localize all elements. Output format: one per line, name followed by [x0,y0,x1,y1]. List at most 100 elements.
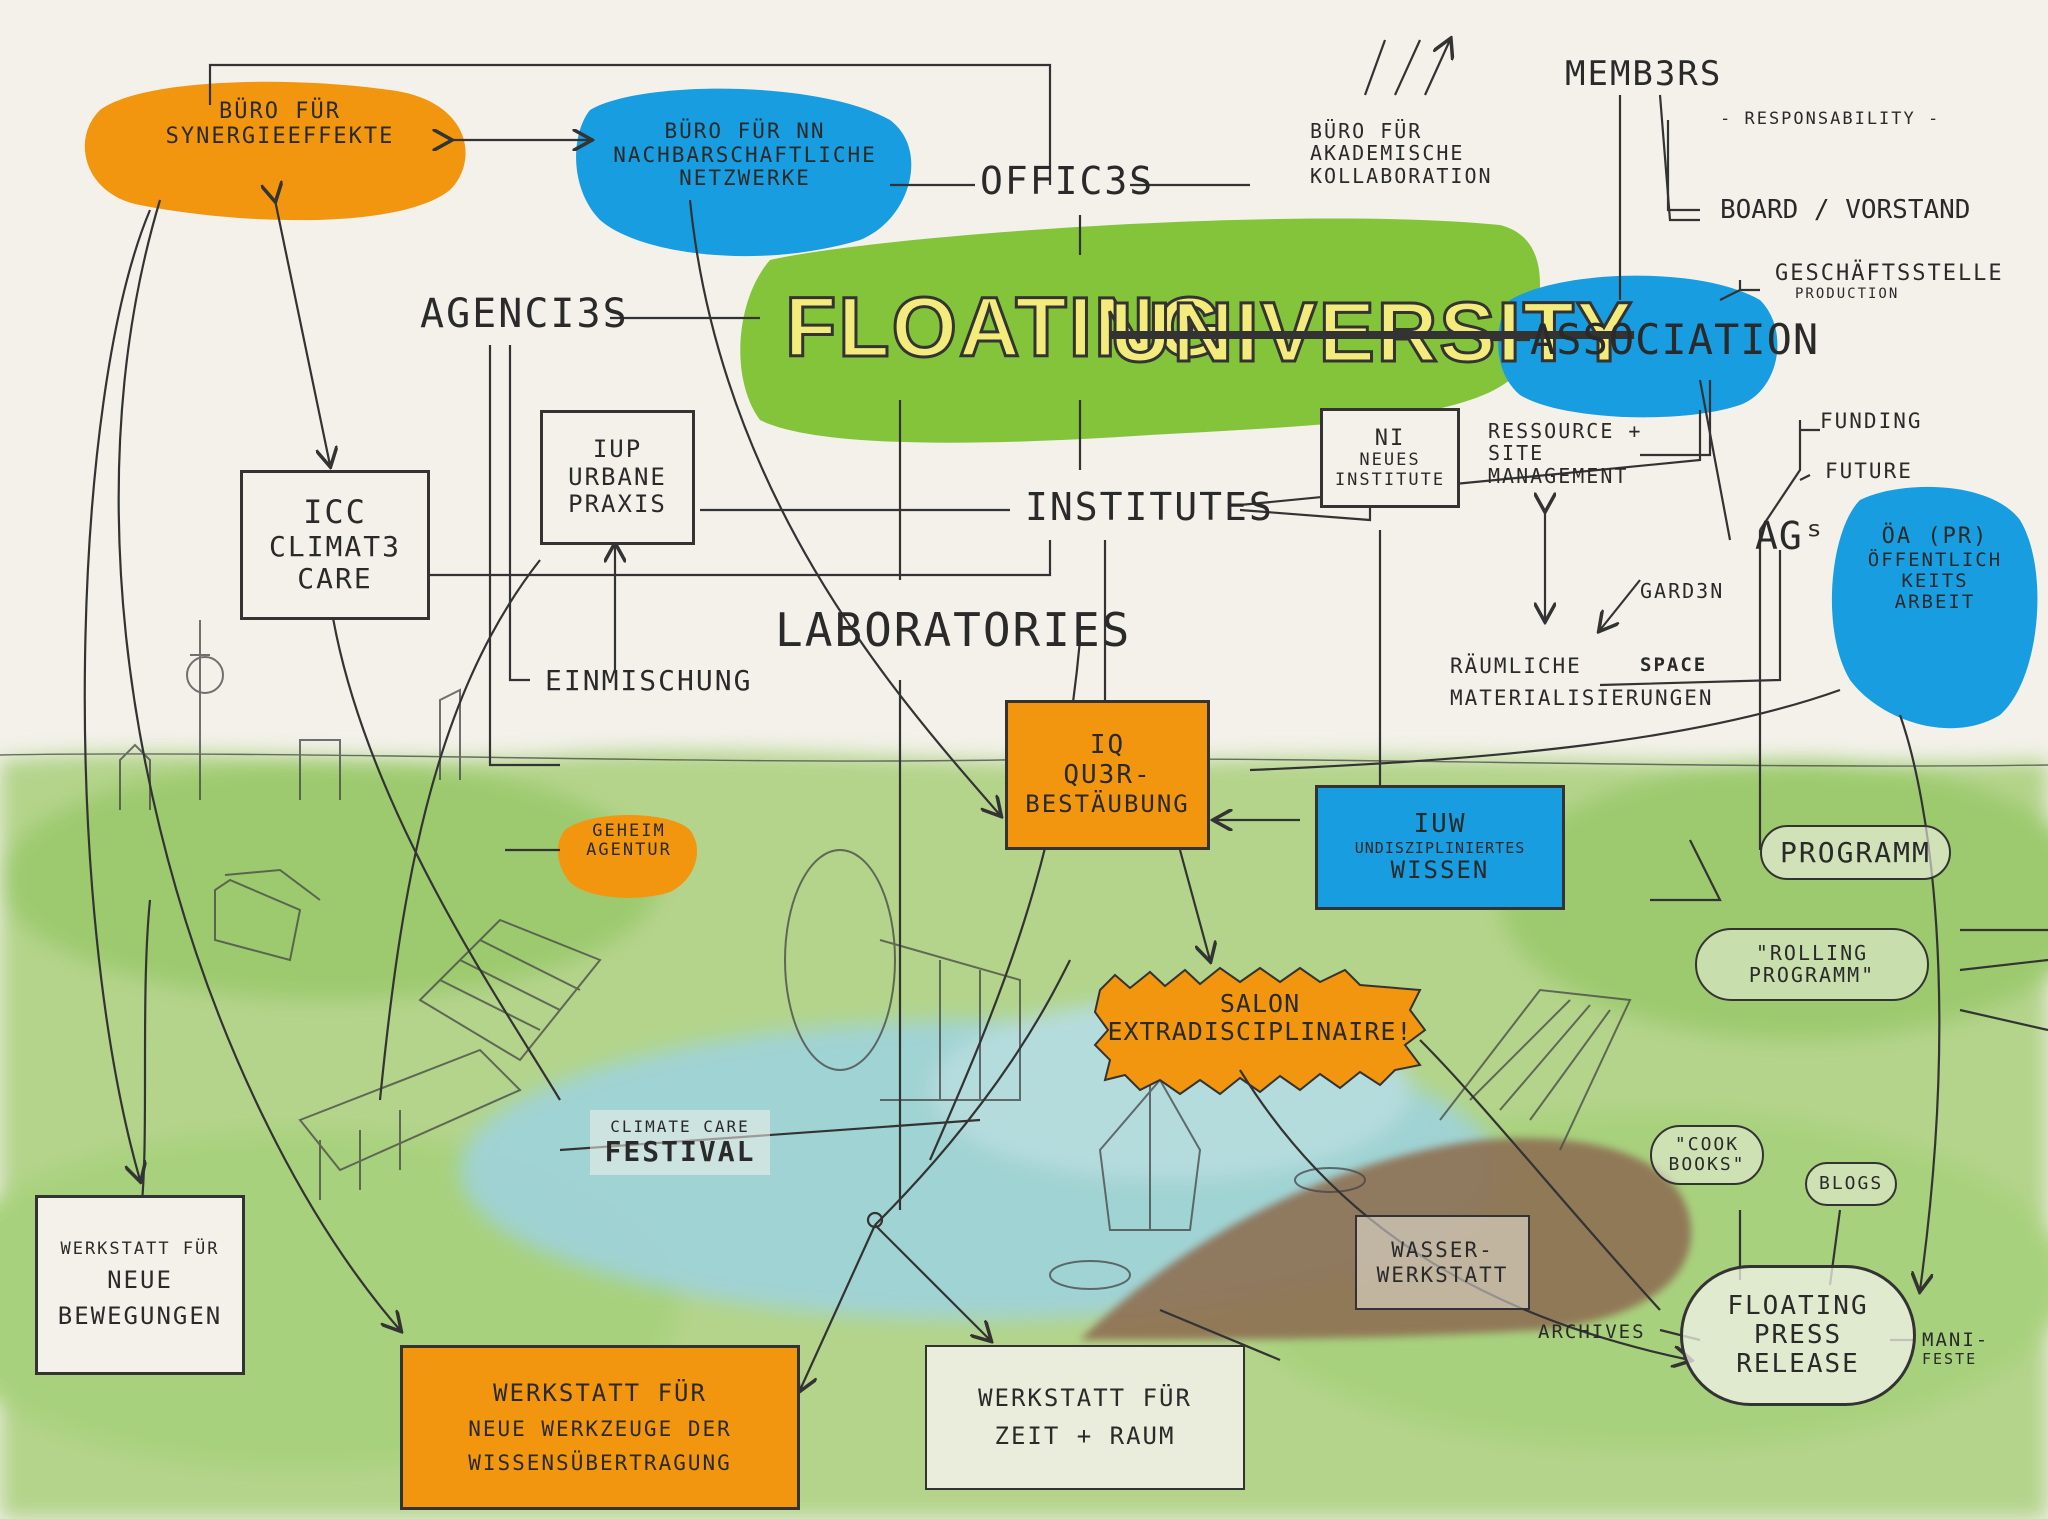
nachbar-blob [576,88,912,257]
resource-line-2: SITE [1488,441,1545,466]
landscape-lines [0,620,2048,1290]
synergie-line-1: BÜRO FÜR [219,99,341,124]
oa-line-1: ÖA (PR) [1881,524,1989,549]
ni-line-2: NEUES [1359,450,1421,471]
laboratories-hub: LABORATORIES [775,603,1132,657]
geheim-line-2: AGENTUR [586,840,672,861]
ni-line-1: NI [1374,425,1406,451]
institute-iup: IUP URBANE PRAXIS [540,410,695,545]
iup-line-3: PRAXIS [568,490,667,519]
geschaeftsstelle-label: GESCHÄFTSSTELLE PRODUCTION [1775,261,2004,302]
institutes-hub: INSTITUTES [1025,485,1274,529]
nachbar-line-3: NETZWERKE [679,166,811,191]
future-label: FUTURE [1825,459,1913,483]
agencies-hub: AGENCI3S [420,291,629,337]
iup-line-2: URBANE [568,462,667,491]
raeumliche-line-1: RÄUMLICHE [1450,654,1582,678]
manifeste-label: MANI- FESTE [1922,1329,1990,1369]
festival-line-2: FESTIVAL [604,1134,756,1168]
oa-label: ÖA (PR) ÖFFENTLICH KEITS ARBEIT [1840,524,2030,614]
oa-line-4: ARBEIT [1894,591,1976,614]
synergie-line-2: SYNERGIEEFFEKTE [165,123,395,149]
bewegungen-line-3: BEWEGUNGEN [57,1301,223,1330]
wasser-line-1: WASSER- [1391,1238,1494,1263]
resource-line-1: RESSOURCE + [1488,419,1643,443]
werkzeuge-line-1: WERKSTATT FÜR [493,1378,707,1407]
board-label: BOARD / VORSTAND [1720,195,1971,225]
programm-label: PROGRAMM [1760,825,1951,881]
salon-label: SALON EXTRADISCIPLINAIRE! [1100,990,1420,1046]
iup-line-1: IUP [592,435,643,464]
ni-line-3: INSTITUTE [1334,469,1446,490]
buero-synergieeffekte: BÜRO FÜR SYNERGIEEFFEKTE [110,99,450,149]
raeumliche-line-2: MATERIALISIERUNGEN [1450,685,1714,710]
salon-burst [1093,966,1427,1096]
oa-blob [1831,486,2038,729]
iuw-line-2: UNDISZIPLINIERTES [1354,839,1526,858]
institute-iuw: IUW UNDISZIPLINIERTES WISSEN [1315,785,1565,910]
raeumliche-label: RÄUMLICHE MATERIALISIERUNGEN [1450,654,1714,710]
einmischung-label: EINMISCHUNG [545,664,753,697]
icc-line-3: CARE [297,562,373,596]
association-hub: ASSOCIATION [1530,315,1820,364]
members-hub: MEMB3RS [1565,54,1723,94]
nachbar-line-2: NACHBARSCHAFTLICHE [613,142,877,167]
press-line-1: FLOATING [1727,1291,1869,1321]
icc-line-2: CLIMAT3 [268,530,401,564]
press-line-3: RELEASE [1736,1349,1860,1380]
responsability-label: - RESPONSABILITY - [1720,109,1941,129]
akademisch-line-1: BÜRO FÜR [1310,119,1423,143]
floating-press-release: FLOATING PRESS RELEASE [1680,1265,1916,1407]
zeitraum-line-1: WERKSTATT FÜR [978,1383,1192,1412]
iuw-line-3: WISSEN [1390,856,1490,885]
institute-iq: IQ QU3R- BESTÄUBUNG [1005,700,1210,850]
climate-festival-label: CLIMATE CARE FESTIVAL [590,1110,770,1176]
institute-ni: NI NEUES INSTITUTE [1320,408,1460,508]
oa-line-2: ÖFFENTLICH [1867,548,2003,571]
offices-hub: OFFIC3S [980,159,1155,203]
werkstatt-zeit-raum: WERKSTATT FÜR ZEIT + RAUM [925,1345,1245,1490]
werkzeuge-line-3: WISSENSÜBERTRAGUNG [468,1451,732,1476]
resource-management-label: RESSOURCE + SITE MANAGEMENT [1488,419,1643,488]
archives-label: ARCHIVES [1538,1321,1646,1343]
manifeste-line-1: MANI- [1922,1329,1990,1351]
bewegungen-line-2: NEUE [107,1266,173,1295]
iq-line-1: IQ [1089,730,1126,761]
synergie-blob [84,81,466,221]
zeitraum-line-2: ZEIT + RAUM [994,1421,1176,1450]
title-university: UNIVERSITY [1108,285,1635,379]
iq-line-2: QU3R- [1063,760,1152,791]
rolling-programm-label: "ROLLING PROGRAMM" [1695,928,1929,1001]
geheim-line-1: GEHEIM [592,821,666,841]
akademisch-line-3: KOLLABORATION [1310,163,1493,188]
iq-line-3: BESTÄUBUNG [1025,790,1190,819]
icc-line-1: ICC [303,493,367,532]
funding-label: FUNDING [1820,409,1923,433]
buero-nachbarschaft: BÜRO FÜR NN NACHBARSCHAFTLICHE NETZWERKE [585,119,905,191]
resource-line-3: MANAGEMENT [1488,463,1629,488]
salon-line-2: EXTRADISCIPLINAIRE! [1107,1017,1413,1046]
oa-line-3: KEITS [1901,569,1969,592]
rolling-line-1: "ROLLING [1755,941,1869,965]
wasser-line-2: WERKSTATT [1376,1262,1509,1287]
buero-akademisch: BÜRO FÜR AKADEMISCHE KOLLABORATION [1310,119,1493,188]
rolling-line-2: PROGRAMM" [1748,963,1876,988]
space-label: SPACE [1640,654,1708,676]
manifeste-line-2: FESTE [1922,1350,1978,1369]
cookbooks-label: "COOK BOOKS" [1650,1125,1764,1186]
title-blob [740,218,1540,443]
werkstatt-bewegungen: WERKSTATT FÜR NEUE BEWEGUNGEN [35,1195,245,1375]
iuw-line-1: IUW [1413,809,1467,840]
bewegungen-line-1: WERKSTATT FÜR [60,1238,220,1259]
garden-label: GARD3N [1640,579,1725,603]
salon-line-1: SALON [1219,989,1301,1018]
cookbooks-line-1: "COOK [1674,1134,1740,1155]
title-floating: FLOATING [783,280,1225,374]
association-blob [1498,275,1778,418]
festival-line-1: CLIMATE CARE [610,1117,750,1136]
werkzeuge-line-2: NEUE WERKZEUGE DER [468,1417,732,1442]
institute-icc: ICC CLIMAT3 CARE [240,470,430,620]
werkstatt-werkzeuge: WERKSTATT FÜR NEUE WERKZEUGE DER WISSENS… [400,1345,800,1510]
akademisch-line-2: AKADEMISCHE [1310,141,1465,166]
